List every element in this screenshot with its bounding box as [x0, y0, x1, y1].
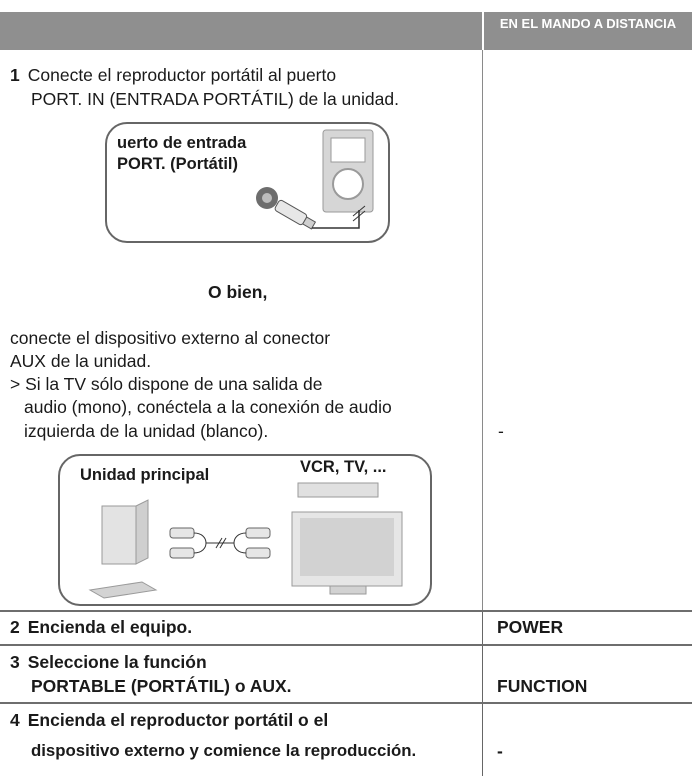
vcr-tv-label: VCR, TV, ...: [300, 458, 387, 476]
step1-line3: conecte el dispositivo externo al conect…: [10, 328, 331, 348]
portable-port-figure: uerto de entrada PORT. (Portátil): [105, 122, 390, 243]
main-unit-label: Unidad principal: [80, 466, 210, 484]
step4-line2: dispositivo externo y comience la reprod…: [31, 741, 417, 760]
port-label-line2: PORT. (Portátil): [117, 155, 239, 173]
row-divider: [0, 702, 692, 704]
step-number: 3: [10, 652, 20, 672]
step-text: Encienda el equipo.: [27, 617, 193, 637]
step1-line2: PORT. IN (ENTRADA PORTÁTIL) de la unidad…: [31, 89, 399, 109]
step3-line1: 3 Seleccione la función: [10, 650, 207, 674]
step-number: 4: [10, 710, 20, 730]
step-number: 2: [10, 617, 20, 637]
step1-note1: > Si la TV sólo dispone de una salida de: [10, 374, 323, 394]
step4-remote: -: [497, 741, 503, 761]
step4-line1: 4 Encienda el reproductor portátil o el: [10, 708, 328, 732]
step1-remote: -: [498, 421, 504, 441]
remote-column-header: EN EL MANDO A DISTANCIA: [482, 12, 692, 50]
step2-text: 2 Encienda el equipo.: [10, 615, 192, 639]
step1-line4: AUX de la unidad.: [10, 351, 152, 371]
column-divider-lower: [482, 610, 483, 776]
table-header: EN EL MANDO A DISTANCIA: [0, 12, 692, 50]
row-divider: [0, 644, 692, 646]
step3-remote: FUNCTION: [497, 676, 588, 696]
step-text: Encienda el reproductor portátil o el: [27, 710, 329, 730]
step3-line2: PORTABLE (PORTÁTIL) o AUX.: [31, 676, 292, 696]
step1-line1: 1 Conecte el reproductor portátil al puer…: [10, 63, 336, 87]
column-divider: [482, 50, 483, 610]
step-text: Seleccione la función: [27, 652, 207, 672]
port-label-line1: uerto de entrada: [117, 134, 247, 152]
step-text: Conecte el reproductor portátil al puert…: [27, 65, 337, 85]
or-text: O bien,: [208, 282, 268, 302]
aux-illustration: [88, 482, 403, 599]
row-divider: [0, 610, 692, 612]
step2-remote: POWER: [497, 617, 564, 637]
aux-connection-figure: Unidad principal VCR, TV, ...: [58, 454, 432, 606]
step1-note3: izquierda de la unidad (blanco).: [24, 421, 269, 441]
step1-note2: audio (mono), conéctela a la conexión de…: [24, 397, 392, 417]
portable-player-illustration: [256, 129, 374, 230]
step-number: 1: [10, 65, 20, 85]
